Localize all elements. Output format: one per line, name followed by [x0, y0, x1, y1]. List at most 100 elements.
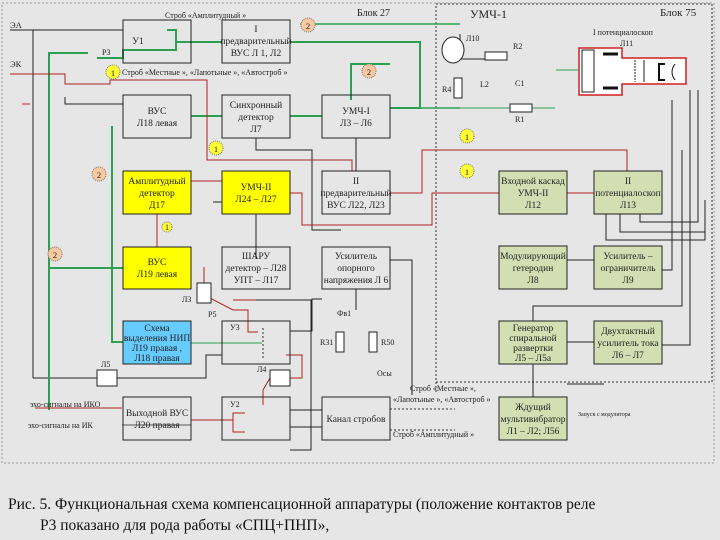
- svg-text:Входной каскад: Входной каскад: [501, 176, 565, 187]
- block-umch2: [221, 170, 291, 215]
- resistor-r1: [509, 103, 533, 113]
- block-pre2: [321, 170, 391, 215]
- tube-l5: [96, 369, 118, 387]
- svg-text:мультивибратор: мультивибратор: [501, 414, 566, 425]
- svg-text:детектор: детектор: [139, 189, 175, 199]
- svg-text:ВУС: ВУС: [148, 107, 167, 117]
- label-r50: R50: [381, 338, 394, 347]
- block-pre1: [221, 19, 291, 64]
- svg-text:Л5 – Л5а: Л5 – Л5а: [515, 354, 552, 364]
- svg-text:II: II: [625, 177, 631, 187]
- svg-text:Л24 – Л27: Л24 – Л27: [235, 195, 277, 205]
- label-r2: R2: [513, 42, 522, 51]
- svg-text:УМЧ-II: УМЧ-II: [518, 189, 549, 199]
- svg-text:Л18 правая: Л18 правая: [134, 354, 180, 364]
- strobe-lines: [262, 328, 455, 431]
- block-vus18: [122, 94, 192, 139]
- label-c1: C1: [515, 79, 524, 88]
- svg-text:Л19 левая: Л19 левая: [137, 270, 178, 280]
- svg-text:I: I: [254, 25, 257, 35]
- svg-text:детектор – Л28: детектор – Л28: [226, 264, 287, 274]
- svg-text:Ждущий: Ждущий: [515, 402, 551, 413]
- label-strob-local-bottom-1: Строб «Местные »,: [410, 384, 476, 393]
- svg-text:Усилитель: Усилитель: [335, 252, 378, 262]
- caption-line-1: Рис. 5. Функциональная схема компенсацио…: [8, 496, 596, 513]
- label-l11: Л11: [620, 39, 633, 48]
- figure-caption: Рис. 5. Функциональная схема компенсацио…: [8, 494, 713, 536]
- black-wires: [10, 29, 706, 451]
- block-nip: [122, 320, 192, 365]
- svg-text:выделения НИП: выделения НИП: [124, 334, 191, 344]
- caption-line-2: Р3 показано для рода работы «СПЦ+ПНП»,: [40, 517, 330, 534]
- svg-text:Л7: Л7: [250, 125, 261, 135]
- svg-text:1: 1: [111, 68, 115, 78]
- block-u1: [122, 19, 192, 64]
- svg-text:развертки: развертки: [513, 344, 553, 354]
- svg-text:Л8: Л8: [527, 276, 538, 286]
- svg-text:Двухтактный: Двухтактный: [601, 326, 655, 337]
- block-amp-lim: [593, 245, 663, 290]
- label-pot1: I потенциалоскоп: [593, 28, 654, 37]
- resistor-r2: [484, 51, 508, 61]
- svg-text:ШАРУ: ШАРУ: [242, 252, 270, 262]
- svg-text:1: 1: [214, 144, 218, 154]
- label-r1: R1: [515, 115, 524, 124]
- label-l2: L2: [480, 80, 489, 89]
- block-out-vus: [122, 396, 192, 441]
- label-ea: ЭА: [10, 20, 23, 30]
- svg-text:ограничитель: ограничитель: [600, 264, 656, 274]
- block-sync-det: [221, 94, 291, 139]
- svg-text:потенциалоскоп: потенциалоскоп: [595, 189, 661, 199]
- tube-l4: [269, 369, 291, 387]
- svg-text:У2: У2: [230, 400, 240, 409]
- block-mod-het: [498, 245, 568, 290]
- potentialoscope-l11-icon: [578, 47, 687, 96]
- svg-text:ВУС Л22, Л23: ВУС Л22, Л23: [327, 201, 385, 211]
- svg-text:Л20 правая: Л20 правая: [134, 421, 180, 431]
- label-strob-amp-bottom: Строб «Амплитудный »: [393, 430, 474, 439]
- svg-text:Схема: Схема: [144, 324, 170, 334]
- block-u2: [221, 396, 291, 441]
- svg-text:Генератор: Генератор: [513, 324, 554, 334]
- svg-text:предварительный: предварительный: [320, 188, 391, 199]
- markers: 1 2 2 1 2 1 2 1 1: [47, 17, 475, 262]
- svg-text:Д17: Д17: [149, 201, 165, 211]
- resistor-r50: [368, 331, 378, 353]
- svg-text:1: 1: [465, 167, 469, 177]
- svg-text:УМЧ-I: УМЧ-I: [342, 107, 370, 117]
- tube-l10-icon: [441, 36, 465, 64]
- label-l3: Л3: [182, 295, 191, 304]
- label-l10: Л10: [466, 34, 479, 43]
- label-echo-iko: эхо-сигналы на ИКО: [30, 400, 101, 409]
- svg-text:1: 1: [465, 132, 469, 142]
- svg-text:опорного: опорного: [337, 264, 375, 274]
- svg-text:1: 1: [165, 223, 169, 232]
- svg-text:2: 2: [306, 21, 310, 31]
- label-strob-local-top: Строб «Местные », «Лапотьные », «Автостр…: [122, 68, 287, 77]
- block-pot2: [593, 170, 663, 215]
- label-r31: R31: [320, 338, 333, 347]
- svg-text:предварительный: предварительный: [220, 36, 291, 47]
- block-monostable: [498, 396, 568, 441]
- svg-text:Усилитель –: Усилитель –: [603, 252, 653, 262]
- svg-text:Л13: Л13: [620, 201, 636, 211]
- svg-text:Модулирующий: Модулирующий: [500, 251, 566, 262]
- label-umch1: УМЧ-1: [470, 7, 507, 21]
- label-r3: Р3: [102, 48, 110, 57]
- green-wires: [48, 23, 580, 410]
- svg-text:ВУС: ВУС: [148, 258, 167, 268]
- svg-text:Амплитудный: Амплитудный: [128, 176, 185, 187]
- label-block27: Блок 27: [357, 8, 390, 19]
- block-ref-amp: [321, 246, 391, 290]
- tube-l3: [196, 282, 212, 304]
- label-l4: Л4: [257, 365, 266, 374]
- svg-text:Выходной ВУС: Выходной ВУС: [126, 408, 188, 419]
- block-spiral: [498, 320, 568, 365]
- label-echo-ik: эхо-сигналы на ИК: [28, 421, 93, 430]
- svg-text:У3: У3: [230, 323, 240, 332]
- svg-text:Л3 – Л6: Л3 – Л6: [340, 119, 372, 129]
- svg-text:2: 2: [367, 67, 371, 77]
- block-vus19: [122, 246, 192, 290]
- label-block75: Блок 75: [660, 7, 697, 19]
- diagram-frame: [1, 2, 715, 464]
